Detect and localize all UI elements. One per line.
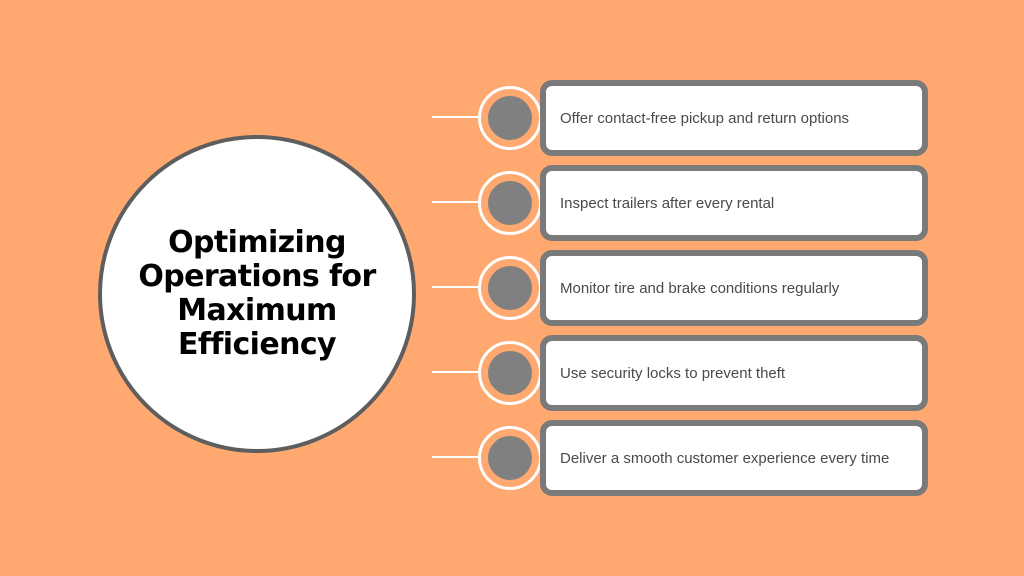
item-label: Use security locks to prevent theft — [560, 364, 786, 382]
list-item: Inspect trailers after every rental — [0, 165, 1024, 241]
node-ring — [478, 86, 542, 150]
item-card: Use security locks to prevent theft — [540, 335, 928, 411]
node-dot-icon — [488, 436, 532, 480]
list-item: Use security locks to prevent theft — [0, 335, 1024, 411]
node-dot-icon — [488, 96, 532, 140]
node-ring — [478, 341, 542, 405]
item-card: Deliver a smooth customer experience eve… — [540, 420, 928, 496]
list-item: Offer contact-free pickup and return opt… — [0, 80, 1024, 156]
connector-line — [432, 371, 484, 373]
hub-circle: Optimizing Operations for Maximum Effici… — [98, 135, 416, 453]
item-label: Monitor tire and brake conditions regula… — [560, 279, 840, 297]
list-item: Deliver a smooth customer experience eve… — [0, 420, 1024, 496]
item-label: Deliver a smooth customer experience eve… — [560, 449, 890, 467]
item-card: Monitor tire and brake conditions regula… — [540, 250, 928, 326]
hub-title: Optimizing Operations for Maximum Effici… — [138, 225, 376, 362]
item-label: Inspect trailers after every rental — [560, 194, 775, 212]
node-ring — [478, 426, 542, 490]
node-ring — [478, 256, 542, 320]
item-card: Offer contact-free pickup and return opt… — [540, 80, 928, 156]
item-label: Offer contact-free pickup and return opt… — [560, 109, 850, 127]
connector-line — [432, 456, 484, 458]
item-card: Inspect trailers after every rental — [540, 165, 928, 241]
connector-line — [432, 116, 484, 118]
node-ring — [478, 171, 542, 235]
connector-line — [432, 201, 484, 203]
node-dot-icon — [488, 181, 532, 225]
node-dot-icon — [488, 351, 532, 395]
node-dot-icon — [488, 266, 532, 310]
list-item: Monitor tire and brake conditions regula… — [0, 250, 1024, 326]
connector-line — [432, 286, 484, 288]
